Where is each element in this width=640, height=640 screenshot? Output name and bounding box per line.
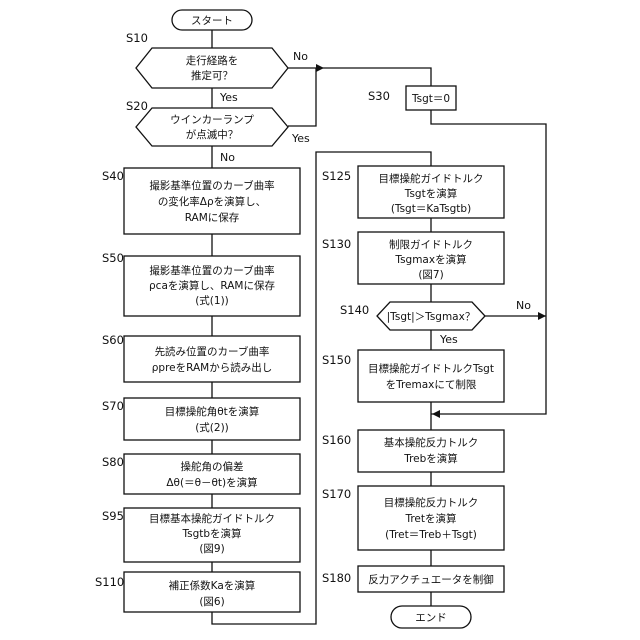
s170-text-line-2: Tretを演算 <box>404 512 456 525</box>
step-id-s50: S50 <box>102 251 124 265</box>
s80-text-line-2: Δθ(＝θ－θt)を演算 <box>166 476 257 489</box>
step-s20: S20 ウインカーランプ が点滅中？ Yes No <box>126 99 310 164</box>
s160-text-line-1: 基本操舵反力トルク <box>384 436 479 449</box>
s125-text-line-3: (Tsgt＝KaTsgtb) <box>391 203 471 215</box>
step-s180: S180 反力アクチュエータを制御 <box>322 566 504 592</box>
step-s110: S110 補正係数Kaを演算 (図6) <box>95 572 300 612</box>
s10-text-line-1: 走行経路を <box>186 54 239 67</box>
s95-text-line-1: 目標基本操舵ガイドトルク <box>149 512 275 525</box>
s170-text-line-1: 目標操舵反力トルク <box>384 496 479 509</box>
connector-merge-s30 <box>316 68 431 86</box>
end-terminal: エンド <box>391 606 471 628</box>
step-id-s140: S140 <box>340 303 369 317</box>
start-terminal: スタート <box>172 10 252 30</box>
s130-text-line-3: (図7) <box>418 269 443 281</box>
step-s40: S40 撮影基準位置のカーブ曲率 の変化率Δρを演算し、 RAMに保存 <box>102 168 300 234</box>
s30-text-line-1: Tsgt＝0 <box>411 93 450 105</box>
step-s140: S140 |Tsgt|＞Tsgmax？ Yes No <box>340 299 531 346</box>
s60-text-line-1: 先読み位置のカーブ曲率 <box>155 345 270 358</box>
step-id-s110: S110 <box>95 575 124 589</box>
s95-text-line-2: Tsgtbを演算 <box>181 527 241 540</box>
s95-text-line-3: (図9) <box>199 543 224 555</box>
step-id-s180: S180 <box>322 571 351 585</box>
step-s60: S60 先読み位置のカーブ曲率 ρpreをRAMから読み出し <box>102 333 300 382</box>
step-s50: S50 撮影基準位置のカーブ曲率 ρcaを演算し、RAMに保存 (式(1)) <box>102 251 300 316</box>
s50-text-line-3: (式(1)) <box>195 294 229 307</box>
s130-text-line-2: Tsgmaxを演算 <box>394 253 466 266</box>
step-s30: S30 Tsgt＝0 <box>368 86 456 110</box>
process-s150-shape <box>358 350 504 402</box>
step-s160: S160 基本操舵反力トルク Trebを演算 <box>322 430 504 472</box>
s125-text-line-1: 目標操舵ガイドトルク <box>379 172 484 185</box>
s10-yes-label: Yes <box>219 91 238 104</box>
step-id-s40: S40 <box>102 169 124 183</box>
s20-no-label: No <box>220 151 235 164</box>
s40-text-line-2: の変化率Δρを演算し、 <box>158 195 266 208</box>
s110-text-line-1: 補正係数Kaを演算 <box>169 579 256 592</box>
step-id-s10: S10 <box>126 31 148 45</box>
arrow-merge-right-icon <box>316 64 324 72</box>
connector-s20-no-merge <box>288 68 316 126</box>
step-id-s170: S170 <box>322 487 351 501</box>
arrow-s140-no-right-icon <box>538 312 546 320</box>
process-s60-shape <box>124 336 300 382</box>
s40-text-line-3: RAMに保存 <box>185 211 240 224</box>
s20-text-line-2: が点滅中？ <box>186 128 239 141</box>
start-label: スタート <box>191 15 233 27</box>
decision-s10-shape <box>136 48 288 88</box>
s160-text-line-2: Trebを演算 <box>403 452 458 465</box>
end-label: エンド <box>415 612 447 624</box>
step-s130: S130 制限ガイドトルク Tsgmaxを演算 (図7) <box>322 232 504 284</box>
arrow-s160-left-icon <box>432 410 440 418</box>
s140-text-line-1: |Tsgt|＞Tsgmax？ <box>387 311 476 323</box>
s170-text-line-3: (Tret＝Treb＋Tsgt) <box>385 529 477 541</box>
step-id-s70: S70 <box>102 399 124 413</box>
s10-text-line-2: 推定可？ <box>191 69 233 82</box>
step-id-s20: S20 <box>126 99 148 113</box>
s180-text-line-1: 反力アクチュエータを制御 <box>368 573 493 586</box>
step-s125: S125 目標操舵ガイドトルク Tsgtを演算 (Tsgt＝KaTsgtb) <box>322 166 504 218</box>
step-s95: S95 目標基本操舵ガイドトルク Tsgtbを演算 (図9) <box>102 508 300 562</box>
step-id-s130: S130 <box>322 237 351 251</box>
s50-text-line-2: ρcaを演算し、RAMに保存 <box>149 279 275 292</box>
s130-text-line-1: 制限ガイドトルク <box>389 238 473 251</box>
s20-text-line-1: ウインカーランプ <box>170 114 254 126</box>
s80-text-line-1: 操舵角の偏差 <box>181 460 244 473</box>
step-id-s80: S80 <box>102 455 124 469</box>
s20-yes-label: Yes <box>291 132 310 145</box>
s50-text-line-1: 撮影基準位置のカーブ曲率 <box>149 264 274 277</box>
step-s150: S150 目標操舵ガイドトルクTsgt をTremaxにて制限 <box>322 350 504 402</box>
step-id-s150: S150 <box>322 353 351 367</box>
s70-text-line-1: 目標操舵角θtを演算 <box>165 405 260 418</box>
s140-no-label: No <box>516 299 531 312</box>
s125-text-line-2: Tsgtを演算 <box>404 187 457 200</box>
step-s10: S10 走行経路を 推定可？ Yes No <box>126 31 308 104</box>
s10-no-label: No <box>293 50 308 63</box>
step-s170: S170 目標操舵反力トルク Tretを演算 (Tret＝Treb＋Tsgt) <box>322 486 504 550</box>
s60-text-line-2: ρpreをRAMから読み出し <box>152 361 273 374</box>
step-id-s30: S30 <box>368 89 390 103</box>
step-s70: S70 目標操舵角θtを演算 (式(2)) <box>102 398 300 440</box>
step-id-s160: S160 <box>322 433 351 447</box>
s110-text-line-2: (図6) <box>199 596 224 608</box>
step-id-s60: S60 <box>102 333 124 347</box>
s150-text-line-2: をTremaxにて制限 <box>386 378 477 391</box>
s140-yes-label: Yes <box>439 333 458 346</box>
step-id-s125: S125 <box>322 169 351 183</box>
step-id-s95: S95 <box>102 509 124 523</box>
s70-text-line-2: (式(2)) <box>195 421 229 434</box>
s40-text-line-1: 撮影基準位置のカーブ曲率 <box>149 179 274 192</box>
s150-text-line-1: 目標操舵ガイドトルクTsgt <box>368 362 494 375</box>
step-s80: S80 操舵角の偏差 Δθ(＝θ－θt)を演算 <box>102 454 300 494</box>
